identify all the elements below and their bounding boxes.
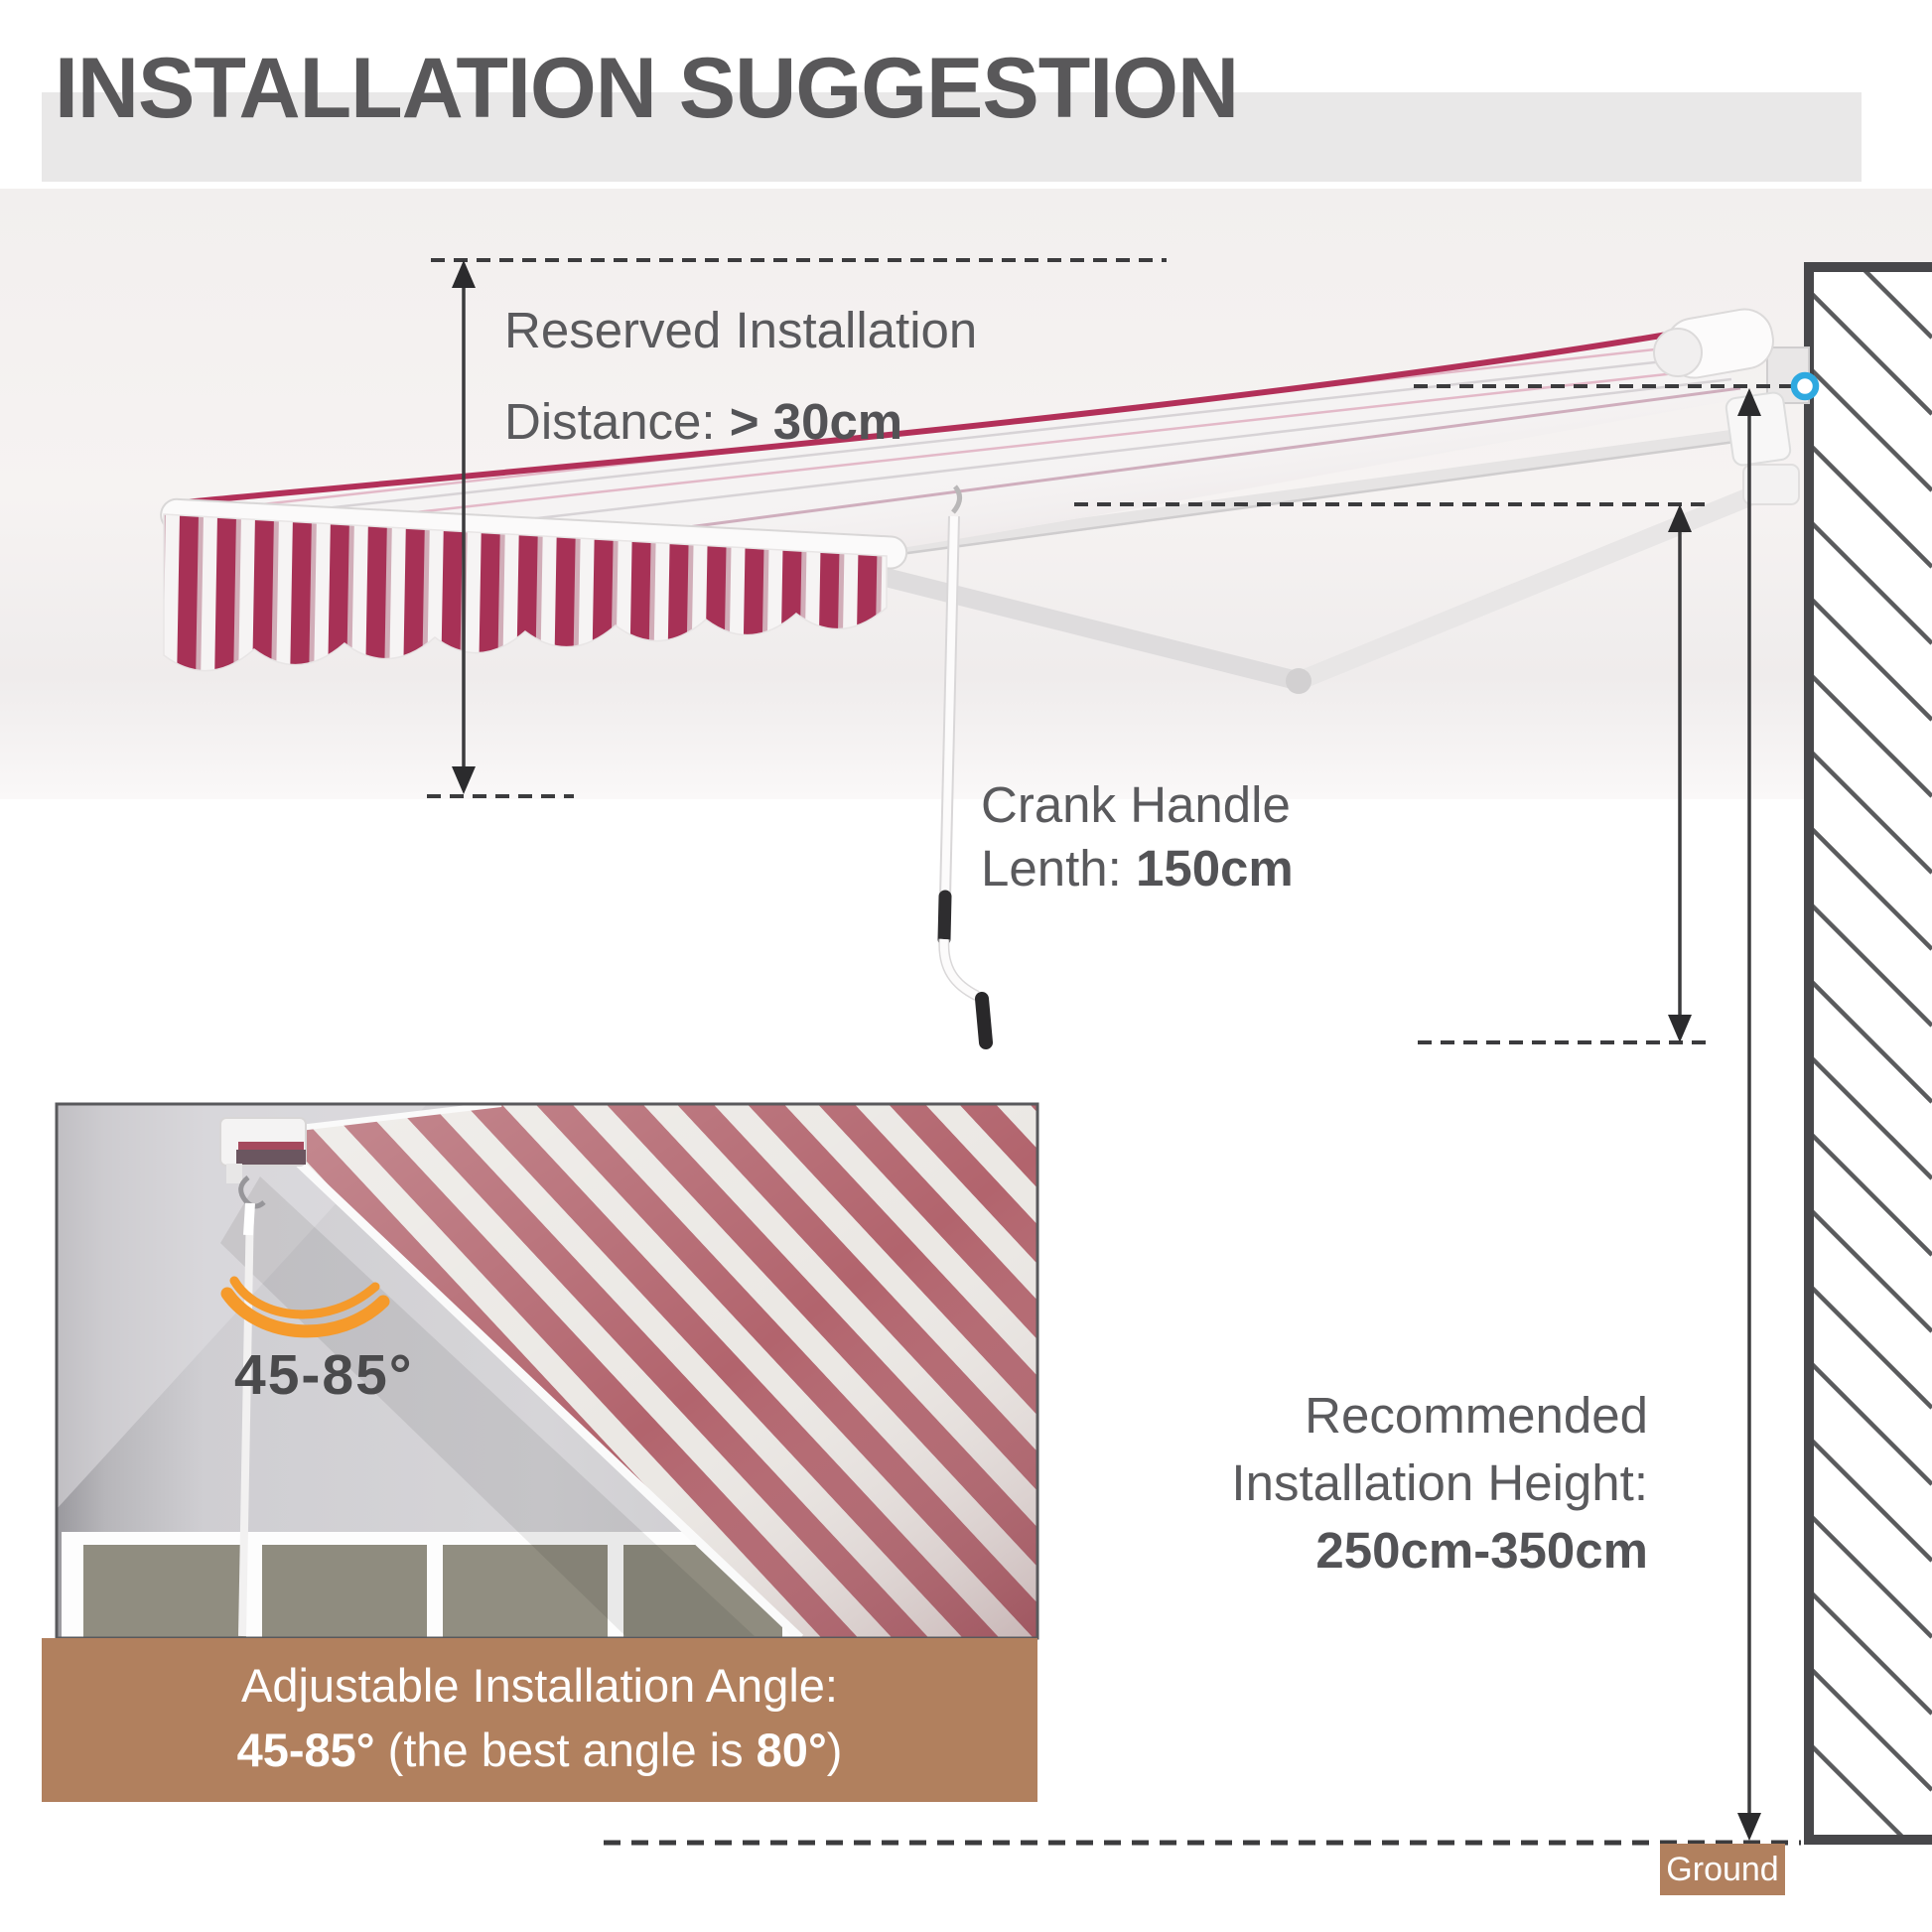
crank-sleeve	[937, 890, 952, 946]
inset-pole-ferrule	[243, 1202, 255, 1236]
caption-line2-text: (the best angle is	[374, 1724, 757, 1776]
awning-far-arm	[827, 428, 1749, 565]
caption-line1: Adjustable Installation Angle:	[241, 1659, 838, 1712]
reserved-distance-line2: Distance: > 30cm	[504, 391, 902, 452]
inset-cassette	[219, 1117, 307, 1183]
fabric-front-edge	[183, 328, 1692, 505]
reserved-distance-arrow	[452, 260, 476, 794]
wall-edge	[1804, 262, 1932, 1845]
reserved-distance-line1: Reserved Installation	[504, 302, 978, 358]
caption-bar: Adjustable Installation Angle: 45-85° (t…	[42, 1638, 1037, 1802]
angle-range-label: 45-85°	[234, 1343, 414, 1407]
wall-section	[1804, 262, 1932, 1845]
awning-valance	[163, 513, 888, 672]
inset-hook	[238, 1175, 266, 1209]
wall-hatch-lines	[1809, 263, 1932, 1845]
installation-height-arrow	[1737, 388, 1761, 1841]
crank-handle-line1: Crank Handle	[981, 776, 1291, 833]
measurement-arrows	[452, 260, 1761, 1841]
awning-fabric	[183, 328, 1749, 548]
inset-photo	[55, 1102, 1039, 1640]
inset-awning-fabric	[262, 1104, 1037, 1638]
mount-point-marker-icon	[1790, 371, 1820, 401]
awning-far-arm-edge	[833, 439, 1743, 565]
caption-best-angle-value: 80°	[756, 1724, 827, 1776]
crank-handle-line2: Lenth: 150cm	[981, 838, 1294, 898]
crank-grip	[975, 992, 993, 1049]
awning-render	[160, 308, 1810, 1049]
inset-crank-pole	[238, 1202, 254, 1637]
install-height-line1: Recommended	[1305, 1387, 1648, 1444]
arm-height-arrow	[1668, 504, 1692, 1042]
ground-label: Ground	[1660, 1844, 1785, 1895]
page-title: INSTALLATION SUGGESTION	[55, 41, 1239, 136]
caption-line2: 45-85° (the best angle is 80°)	[42, 1726, 1037, 1773]
reserved-distance-value: > 30cm	[729, 393, 903, 450]
install-height-line2: Installation Height:	[1231, 1454, 1648, 1511]
caption-angle-value: 45-85°	[236, 1724, 375, 1776]
crank-handle	[937, 484, 993, 1049]
dashed-reference-lines	[427, 258, 1793, 1044]
caption-line2-close: )	[826, 1724, 843, 1776]
install-height-value: 250cm-350cm	[1315, 1522, 1648, 1579]
crank-length-value: 150cm	[1135, 840, 1294, 897]
reserved-distance-label: Distance:	[504, 393, 730, 450]
title-band	[42, 92, 1862, 182]
crank-length-label: Lenth:	[981, 840, 1136, 897]
angle-arc-icon	[220, 1276, 390, 1338]
